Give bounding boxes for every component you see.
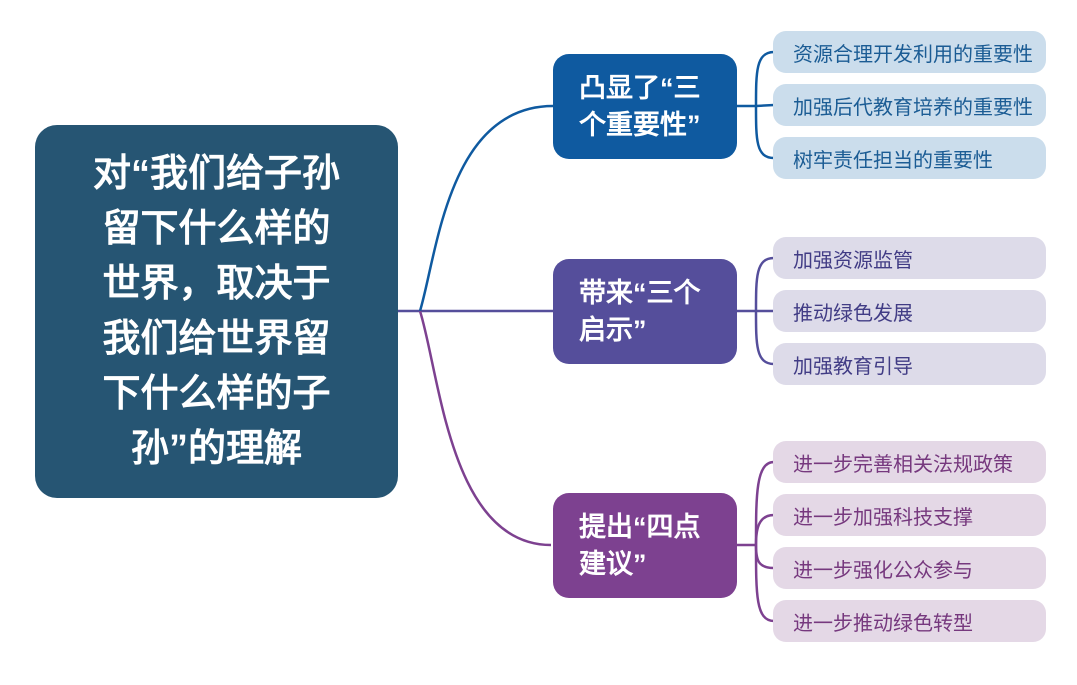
branch-node-four-suggestions: 提出“四点 建议” — [553, 493, 737, 598]
leaf-item: 进一步推动绿色转型 — [773, 600, 1046, 642]
connector-branch3-leaf1 — [754, 460, 775, 546]
connector-branch1-leaf2 — [755, 103, 775, 108]
connector-root-to-branch1 — [418, 104, 554, 312]
leaf-item: 进一步完善相关法规政策 — [773, 441, 1046, 483]
leaf-item: 加强后代教育培养的重要性 — [773, 84, 1046, 126]
connector-branch1-leaf1 — [754, 50, 775, 107]
connector-branch2-leaf1 — [754, 256, 775, 312]
branch-node-three-importances: 凸显了“三 个重要性” — [553, 54, 737, 159]
connector-branch3-leaf3 — [754, 544, 775, 570]
connector-branch3-leaf2 — [754, 513, 775, 546]
leaf-item: 进一步强化公众参与 — [773, 547, 1046, 589]
leaf-item: 加强教育引导 — [773, 343, 1046, 385]
branch-node-label: 带来“三个 启示” — [579, 277, 701, 345]
root-node-text: 对“我们给子孙 留下什么样的 世界，取决于 我们给世界留 下什么样的子 孙”的理… — [92, 152, 340, 470]
connector-branch2-leaf3 — [754, 310, 775, 366]
branch-node-label: 提出“四点 建议” — [579, 511, 701, 579]
branch-node-three-insights: 带来“三个 启示” — [553, 259, 737, 364]
connector-root-to-branch3 — [418, 310, 552, 547]
branch-node-label: 凸显了“三 个重要性” — [579, 72, 701, 140]
root-node: 对“我们给子孙 留下什么样的 世界，取决于 我们给世界留 下什么样的子 孙”的理… — [35, 125, 398, 498]
connector-branch1-leaf3 — [754, 105, 775, 160]
connector-branch3-leaf4 — [754, 544, 775, 623]
leaf-item: 树牢责任担当的重要性 — [773, 137, 1046, 179]
leaf-item: 推动绿色发展 — [773, 290, 1046, 332]
leaf-item: 资源合理开发利用的重要性 — [773, 31, 1046, 73]
leaf-item: 加强资源监管 — [773, 237, 1046, 279]
leaf-item: 进一步加强科技支撑 — [773, 494, 1046, 536]
